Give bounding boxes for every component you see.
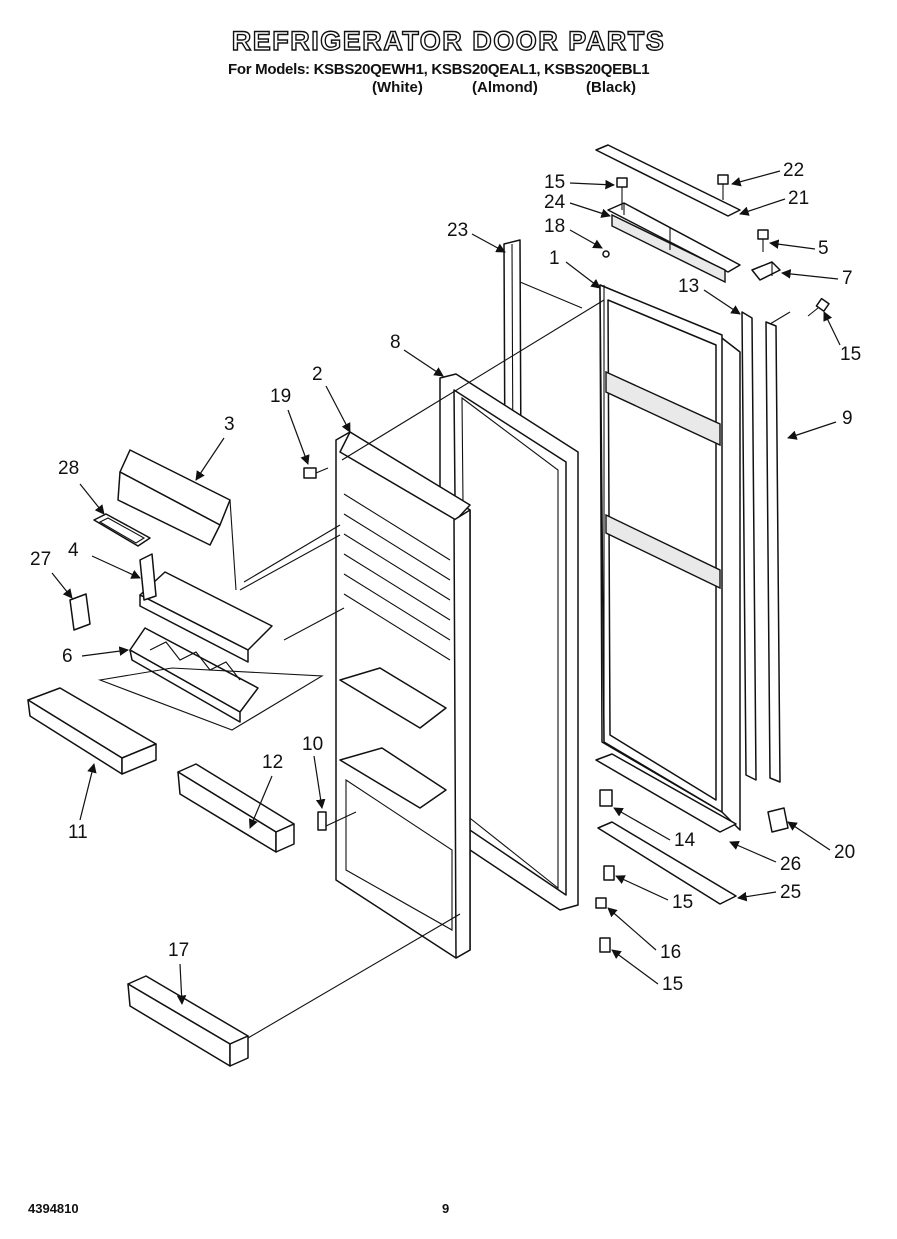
- door-bin-bottom: [127, 913, 461, 1067]
- callout-18: 18: [544, 216, 603, 249]
- svg-text:22: 22: [783, 160, 804, 181]
- door-gasket: [439, 373, 579, 911]
- screw-icon: [757, 229, 769, 252]
- screw-icon: [807, 297, 830, 317]
- svg-text:12: 12: [262, 752, 283, 773]
- svg-text:16: 16: [660, 942, 681, 963]
- svg-text:17: 17: [168, 940, 189, 961]
- door-outer-panel: [599, 284, 741, 831]
- small-bin: [93, 513, 151, 547]
- svg-text:21: 21: [788, 188, 809, 209]
- svg-text:11: 11: [68, 822, 88, 843]
- svg-text:8: 8: [390, 332, 401, 353]
- callout-13: 13: [678, 276, 741, 315]
- svg-text:6: 6: [62, 646, 73, 667]
- svg-text:4: 4: [68, 540, 79, 561]
- callout-28: 28: [58, 458, 105, 515]
- svg-text:18: 18: [544, 216, 565, 237]
- door-shelf-lower: [97, 627, 324, 731]
- variant-almond: (Almond): [472, 79, 538, 96]
- callout-5: 5: [769, 238, 829, 259]
- svg-text:15: 15: [662, 974, 683, 995]
- callout-19: 19: [270, 386, 310, 465]
- svg-text:28: 28: [58, 458, 79, 479]
- screw-icon: [616, 177, 628, 210]
- svg-text:15: 15: [840, 344, 861, 365]
- svg-text:13: 13: [678, 276, 699, 297]
- svg-text:5: 5: [818, 238, 829, 259]
- callout-7: 7: [781, 268, 853, 289]
- callout-20: 20: [787, 821, 855, 863]
- svg-text:20: 20: [834, 842, 855, 863]
- callout-15: 15: [615, 875, 693, 913]
- callout-15: 15: [544, 172, 615, 193]
- callout-12: 12: [248, 752, 283, 829]
- variant-white: (White): [372, 79, 423, 96]
- callout-2: 2: [312, 364, 351, 433]
- callout-23: 23: [447, 220, 506, 253]
- svg-text:15: 15: [672, 892, 693, 913]
- callout-10: 10: [302, 734, 326, 809]
- callout-27: 27: [30, 549, 73, 599]
- svg-text:24: 24: [544, 192, 566, 213]
- plug-icon: [602, 250, 610, 258]
- variant-black: (Black): [586, 79, 637, 96]
- leader-lines: [243, 281, 605, 641]
- screw-icon: [303, 467, 329, 479]
- door-bin-small: [177, 763, 295, 853]
- top-trim: [595, 144, 741, 284]
- svg-text:27: 27: [30, 549, 51, 570]
- document-number: 4394810: [28, 1201, 79, 1216]
- door-bin-large: [27, 687, 157, 775]
- egg-bin: [69, 593, 91, 631]
- hinge-bracket: [751, 261, 781, 281]
- svg-text:26: 26: [780, 854, 801, 875]
- bottom-trim: [595, 753, 789, 953]
- callout-3: 3: [195, 414, 235, 481]
- shelf-ridges: [343, 493, 451, 661]
- svg-text:7: 7: [842, 268, 853, 289]
- dairy-door: [117, 449, 237, 591]
- svg-text:10: 10: [302, 734, 323, 755]
- svg-text:2: 2: [312, 364, 323, 385]
- svg-text:23: 23: [447, 220, 468, 241]
- callout-25: 25: [737, 882, 801, 903]
- page-number: 9: [442, 1201, 450, 1216]
- svg-text:1: 1: [549, 248, 560, 269]
- callout-1: 1: [549, 248, 601, 289]
- callout-6: 6: [62, 646, 129, 667]
- callout-17: 17: [168, 940, 189, 1005]
- models-line: For Models: KSBS20QEWH1, KSBS20QEAL1, KS…: [228, 61, 650, 78]
- callout-11: 11: [68, 763, 97, 843]
- callout-22: 22: [731, 160, 804, 187]
- callout-14: 14: [613, 807, 696, 851]
- callout-9: 9: [787, 408, 853, 440]
- svg-text:9: 9: [842, 408, 853, 429]
- callout-15: 15: [611, 949, 683, 995]
- page-title: REFRIGERATOR DOOR PARTS: [231, 25, 666, 56]
- svg-text:3: 3: [224, 414, 235, 435]
- callout-21: 21: [739, 188, 809, 216]
- svg-text:25: 25: [780, 882, 801, 903]
- screw-icon: [717, 174, 729, 200]
- callout-labels: 22 15 21 24 18 23 5 1 7 13 15 8 2 19 3 9…: [30, 160, 861, 1005]
- svg-text:15: 15: [544, 172, 565, 193]
- inner-door-liner: [335, 431, 471, 959]
- door-shelf-upper: [139, 534, 341, 663]
- svg-text:19: 19: [270, 386, 291, 407]
- svg-text:14: 14: [674, 830, 696, 851]
- callout-8: 8: [390, 332, 444, 377]
- callout-26: 26: [729, 841, 801, 875]
- callout-24: 24: [544, 192, 611, 218]
- door-side-trim: [741, 311, 791, 783]
- callout-4: 4: [68, 540, 141, 579]
- callout-16: 16: [607, 907, 681, 963]
- callout-15: 15: [823, 311, 861, 365]
- bin-clip: [317, 811, 357, 831]
